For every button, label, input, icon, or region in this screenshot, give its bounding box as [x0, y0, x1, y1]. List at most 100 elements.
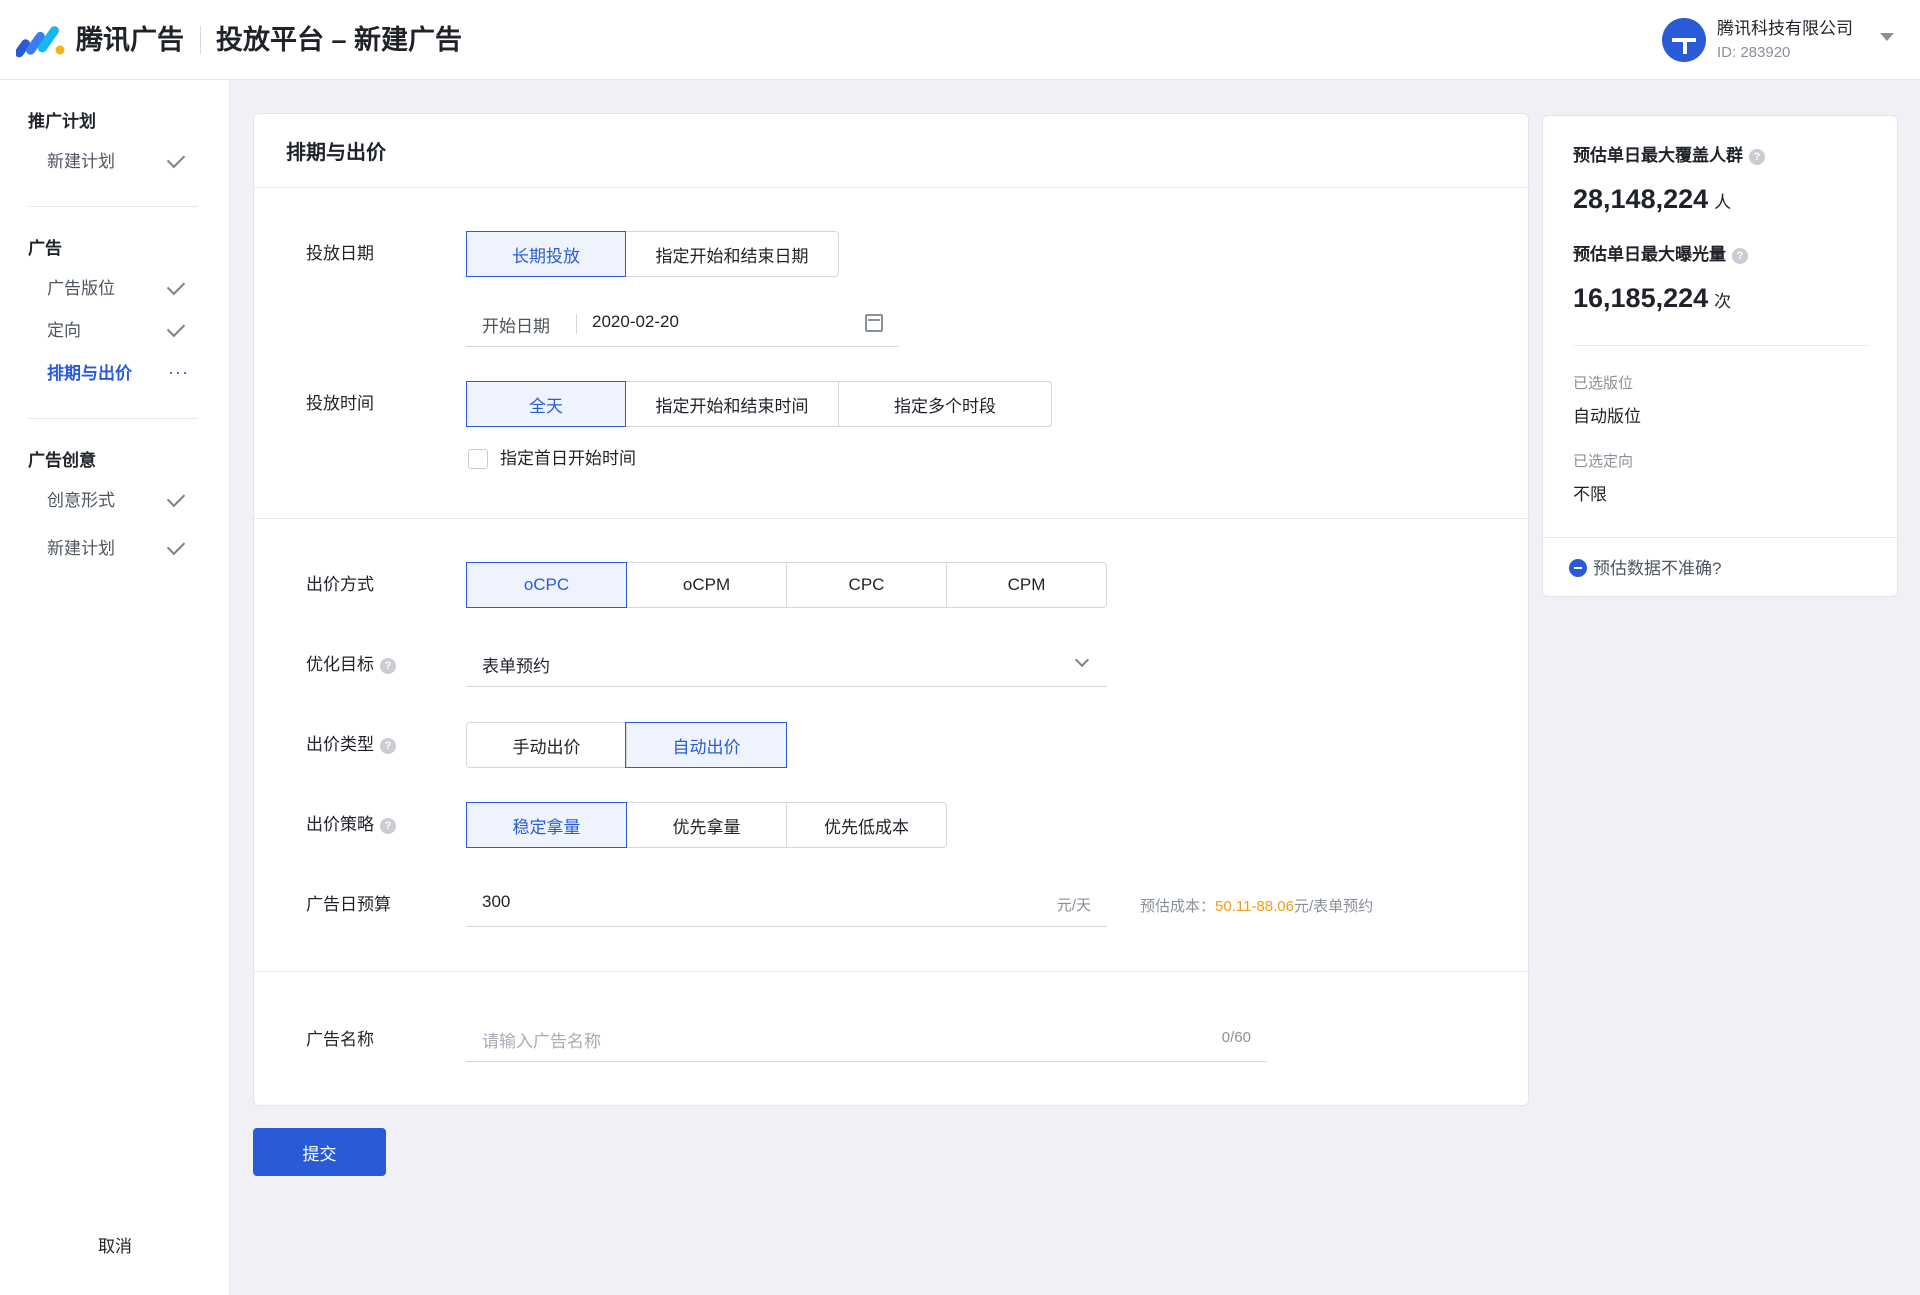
ad-name-input[interactable]: 请输入广告名称 0/60 [466, 1016, 1267, 1062]
account-avatar-icon[interactable] [1662, 18, 1706, 62]
budget-unit: 元/天 [1056, 897, 1091, 914]
time-option-all-day[interactable]: 全天 [466, 381, 626, 427]
placement-value: 自动版位 [1573, 407, 1641, 426]
first-day-start-checkbox[interactable] [468, 449, 488, 469]
help-icon[interactable]: ? [380, 818, 396, 834]
bid-type-manual[interactable]: 手动出价 [512, 737, 581, 757]
account-id: ID: 283920 [1717, 44, 1791, 61]
check-icon [166, 149, 186, 169]
tencent-ads-logo-icon [16, 26, 65, 58]
reach-value-row: 28,148,224 人 [1573, 182, 1731, 220]
impression-value-row: 16,185,224 次 [1573, 281, 1731, 319]
goal-label: 优化目标 [306, 655, 374, 674]
ad-name-placeholder: 请输入广告名称 [482, 1032, 601, 1051]
date-label: 投放日期 [306, 244, 374, 263]
strategy-label: 出价策略 [306, 815, 374, 834]
bid-type-label-row: 出价类型? [306, 733, 396, 757]
divider [254, 187, 1530, 188]
date-option-range[interactable]: 指定开始和结束日期 [625, 232, 838, 276]
divider [28, 206, 198, 207]
reach-title-row: 预估单日最大覆盖人群? [1573, 144, 1765, 168]
chevron-down-icon [1074, 652, 1090, 668]
company-name[interactable]: 腾讯科技有限公司 [1717, 19, 1853, 38]
caret-down-icon[interactable] [1880, 33, 1894, 41]
sidebar-heading-ad: 广告 [28, 239, 62, 258]
section-title: 排期与出价 [286, 142, 386, 164]
estimate-panel: 预估单日最大覆盖人群? 28,148,224 人 预估单日最大曝光量? 16,18… [1542, 115, 1898, 597]
sidebar-item-creative-format[interactable]: 创意形式 [47, 491, 115, 510]
reach-value: 28,148,224 [1573, 184, 1709, 214]
estimated-cost-label: 预估成本： [1140, 898, 1216, 915]
divider [1573, 345, 1869, 346]
help-icon[interactable]: ? [380, 658, 396, 674]
goal-label-row: 优化目标? [306, 653, 396, 677]
sidebar-item-schedule-bid[interactable]: 排期与出价 [47, 364, 132, 383]
start-date-value: 2020-02-20 [592, 312, 679, 331]
bid-type-label: 出价类型 [306, 735, 374, 754]
sidebar-item-targeting[interactable]: 定向 [47, 321, 81, 340]
start-date-label: 开始日期 [482, 317, 550, 336]
budget-label: 广告日预算 [306, 895, 391, 914]
sidebar-heading-plan: 推广计划 [28, 112, 96, 131]
impression-title: 预估单日最大曝光量 [1573, 245, 1726, 264]
ad-name-counter: 0/60 [1221, 1029, 1251, 1046]
first-day-start-label[interactable]: 指定首日开始时间 [500, 449, 636, 468]
help-icon[interactable]: ? [1749, 149, 1765, 165]
targeting-value: 不限 [1573, 485, 1607, 504]
divider [200, 26, 201, 54]
divider [576, 314, 577, 334]
strategy-low-cost[interactable]: 优先低成本 [786, 803, 946, 847]
budget-value: 300 [482, 892, 511, 911]
check-icon [166, 536, 186, 556]
schedule-bid-card: 排期与出价 投放日期 长期投放 指定开始和结束日期 开始日期 2020-02-2… [253, 113, 1530, 1106]
calendar-icon[interactable] [865, 314, 883, 332]
start-date-picker[interactable]: 开始日期 2020-02-20 [466, 301, 899, 347]
reach-unit: 人 [1714, 193, 1732, 212]
check-icon [166, 488, 186, 508]
sidebar-item-new-plan[interactable]: 新建计划 [47, 152, 115, 171]
bid-type-auto[interactable]: 自动出价 [625, 722, 787, 768]
impression-value: 16,185,224 [1573, 283, 1709, 313]
bid-option-ocpm[interactable]: oCPM [626, 563, 786, 607]
feedback-link-label: 预估数据不准确? [1593, 559, 1722, 578]
sidebar-item-placement[interactable]: 广告版位 [47, 279, 115, 298]
feedback-link[interactable]: 预估数据不准确? [1569, 557, 1721, 581]
budget-input[interactable]: 300 元/天 [466, 881, 1107, 927]
goal-value: 表单预约 [482, 657, 550, 676]
help-icon[interactable]: ? [1732, 248, 1748, 264]
strategy-volume[interactable]: 优先拿量 [626, 803, 786, 847]
time-option-range[interactable]: 指定开始和结束时间 [625, 382, 838, 426]
impression-unit: 次 [1714, 292, 1732, 311]
submit-button[interactable]: 提交 [253, 1128, 386, 1176]
step-sidebar: 推广计划 新建计划 广告 广告版位 定向 排期与出价 ··· 广告创意 创意形式… [0, 80, 230, 1295]
more-dots-icon: ··· [168, 362, 189, 382]
check-icon [166, 318, 186, 338]
strategy-label-row: 出价策略? [306, 813, 396, 837]
divider [254, 518, 1530, 519]
help-icon[interactable]: ? [380, 738, 396, 754]
divider [28, 418, 198, 419]
bid-option-ocpc[interactable]: oCPC [466, 562, 627, 608]
date-option-long-term[interactable]: 长期投放 [466, 231, 626, 277]
bid-method-label: 出价方式 [306, 575, 374, 594]
date-mode-segmented: 长期投放 指定开始和结束日期 [466, 231, 839, 277]
estimated-cost-unit: 元/表单预约 [1293, 898, 1374, 915]
placement-label: 已选版位 [1573, 375, 1634, 392]
top-bar: 腾讯广告 投放平台 – 新建广告 腾讯科技有限公司 ID: 283920 [0, 0, 1920, 80]
divider [254, 971, 1530, 972]
time-mode-segmented: 全天 指定开始和结束时间 指定多个时段 [466, 381, 1052, 427]
sidebar-item-new-plan-2[interactable]: 新建计划 [47, 539, 115, 558]
bid-option-cpc[interactable]: CPC [786, 563, 946, 607]
time-label: 投放时间 [306, 394, 374, 413]
check-icon [166, 276, 186, 296]
estimated-cost-range: 50.11-88.06 [1215, 898, 1294, 915]
cancel-button[interactable]: 取消 [98, 1237, 132, 1256]
strategy-segmented: 稳定拿量 优先拿量 优先低成本 [466, 802, 947, 848]
goal-select[interactable]: 表单预约 [466, 641, 1107, 687]
impression-title-row: 预估单日最大曝光量? [1573, 243, 1748, 267]
time-option-multi[interactable]: 指定多个时段 [838, 382, 1051, 426]
strategy-stable[interactable]: 稳定拿量 [466, 802, 627, 848]
sidebar-heading-creative: 广告创意 [28, 451, 96, 470]
bid-option-cpm[interactable]: CPM [946, 563, 1106, 607]
brand-name: 腾讯广告 [76, 25, 184, 55]
